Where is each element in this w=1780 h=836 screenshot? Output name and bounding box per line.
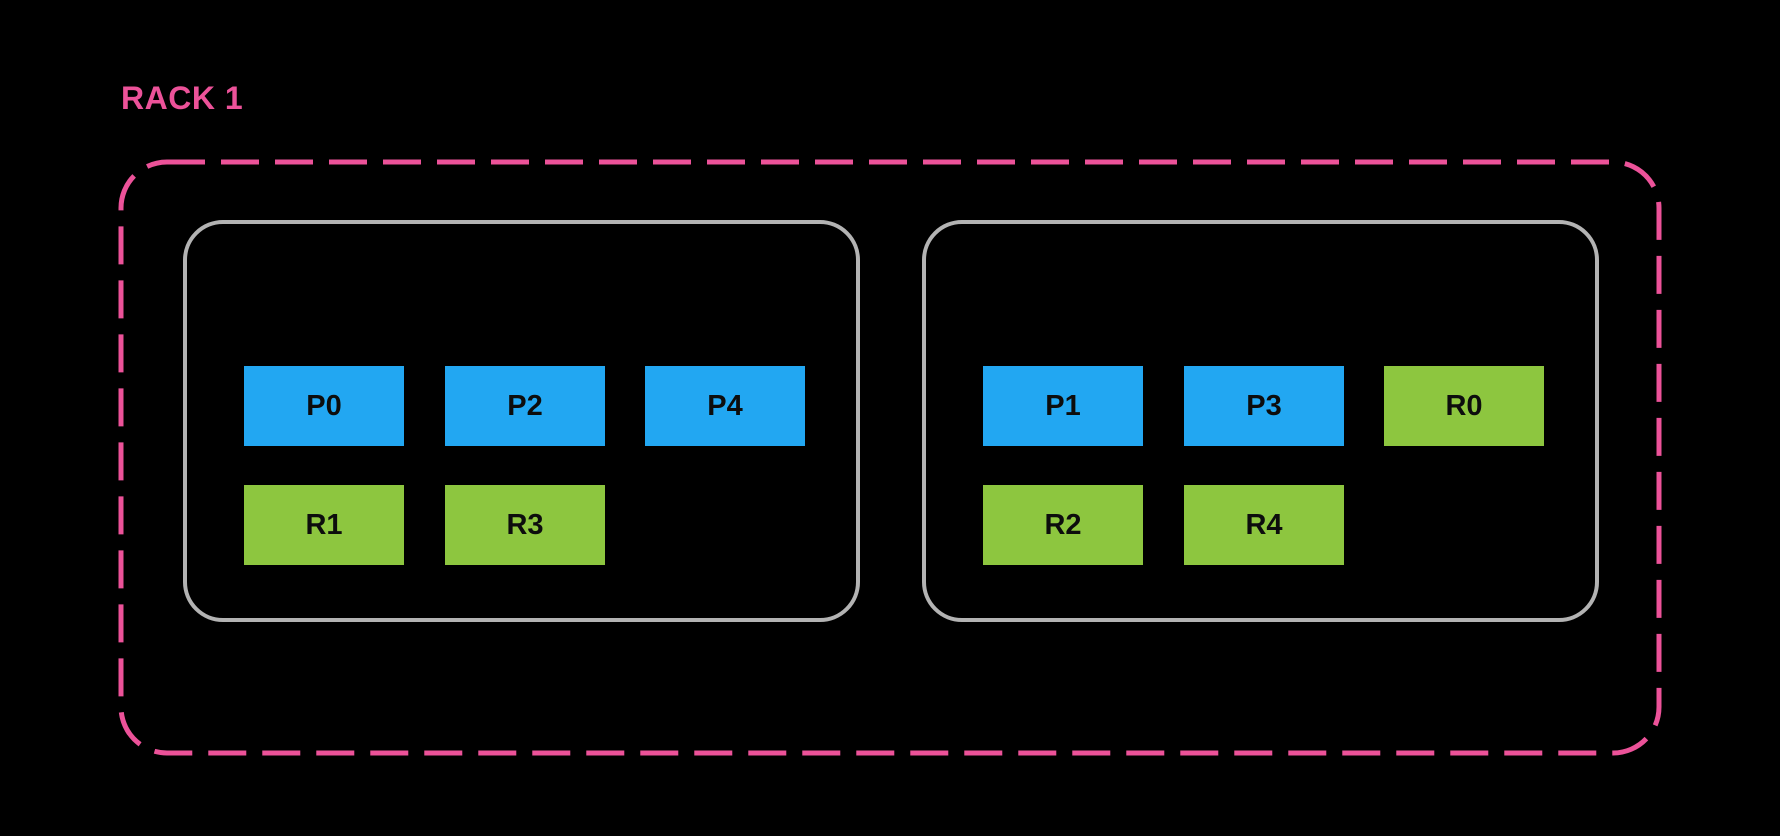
shard-slot-p3: P3 bbox=[1184, 366, 1344, 446]
shard-slot-r0: R0 bbox=[1384, 366, 1544, 446]
shard-slot-p0: P0 bbox=[244, 366, 404, 446]
shard-slot-r4: R4 bbox=[1184, 485, 1344, 565]
shard-slot-p2: P2 bbox=[445, 366, 605, 446]
node-1: P0 P2 P4 R1 R3 bbox=[183, 220, 860, 622]
shard-slot-r1: R1 bbox=[244, 485, 404, 565]
rack-boundary-dashed-border bbox=[118, 159, 1662, 756]
shard-slot-r3: R3 bbox=[445, 485, 605, 565]
node-2: P1 P3 R0 R2 R4 bbox=[922, 220, 1599, 622]
shard-slot-p1: P1 bbox=[983, 366, 1143, 446]
rack-title: RACK 1 bbox=[121, 80, 244, 116]
shard-slot-p4: P4 bbox=[645, 366, 805, 446]
shard-slot-r2: R2 bbox=[983, 485, 1143, 565]
